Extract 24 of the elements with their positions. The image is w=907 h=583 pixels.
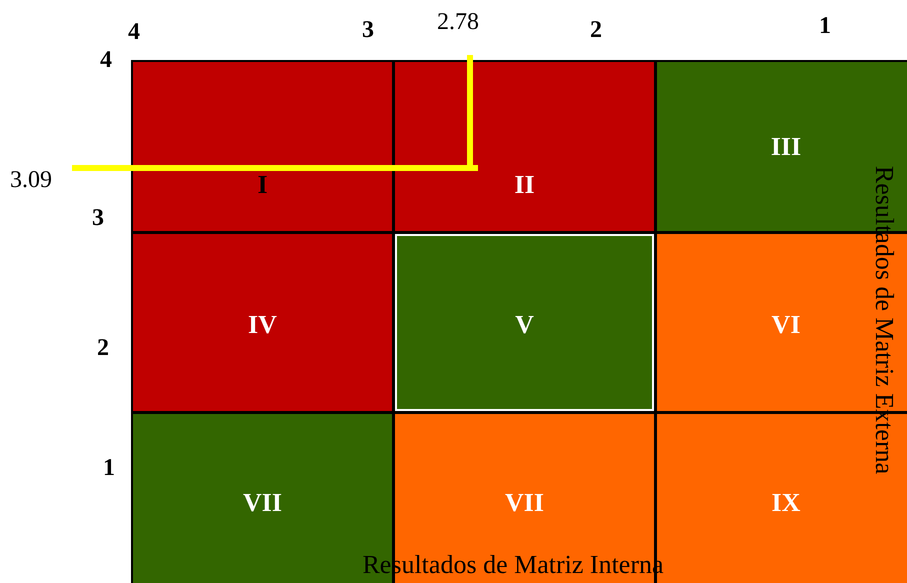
cell-label: IX: [772, 488, 800, 518]
axis-tick-label: 4: [100, 48, 112, 72]
cell-label: III: [770, 132, 802, 162]
cell-label: V: [515, 310, 534, 340]
cell-label: IV: [248, 310, 277, 340]
matrix-cell: [393, 60, 656, 233]
axis-tick-label: 3: [362, 18, 374, 42]
cell-label: VII: [242, 488, 282, 518]
value-label: 2.78: [437, 10, 479, 34]
cell-label: II: [514, 170, 535, 200]
matrix-cell: [131, 232, 394, 413]
axis-tick-label: 1: [103, 456, 115, 480]
cell-label: VI: [772, 310, 800, 340]
axis-tick-label: 4: [128, 20, 140, 44]
value-label: 3.09: [10, 168, 52, 192]
axis-tick-label: 1: [819, 14, 831, 38]
axis-tick-label: 2: [590, 18, 602, 42]
axis-tick-label: 2: [97, 336, 109, 360]
matrix-cell: [131, 60, 394, 233]
matrix-cell: [393, 232, 656, 413]
axis-title: Resultados de Matriz Externa: [871, 166, 897, 474]
axis-tick-label: 3: [92, 206, 104, 230]
cell-label: VII: [504, 488, 544, 518]
cell-label: I: [257, 170, 268, 200]
